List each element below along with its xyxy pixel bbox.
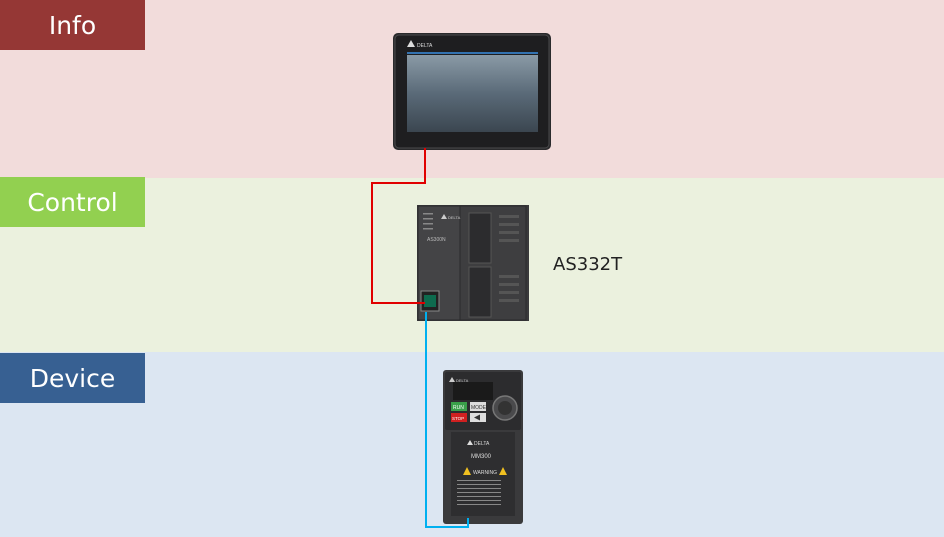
delta-logo-icon <box>449 377 455 382</box>
plc-model-label: AS332T <box>553 254 623 275</box>
ac-drive: DELTA RUN STOP MODE DELTA MM300 WARNING <box>443 370 523 524</box>
stop-key-label: STOP <box>452 416 464 421</box>
warning-icon-right <box>499 467 507 475</box>
delta-logo-icon <box>407 40 415 47</box>
stop-key <box>451 413 467 422</box>
hmi-panel: DELTA <box>393 33 551 150</box>
plc-brand: DELTA <box>448 215 461 220</box>
plc-face-text: AS300N <box>427 237 446 243</box>
hmi-plc-link <box>371 148 426 304</box>
drive-brand: DELTA <box>456 378 469 383</box>
delta-logo-icon <box>467 440 473 445</box>
run-key <box>451 402 467 411</box>
plc-drive-link <box>425 312 469 528</box>
enter-arrow-icon <box>474 414 480 421</box>
mode-key-label: MODE <box>471 405 487 411</box>
hmi-brand: DELTA <box>417 43 433 49</box>
drive-warning-text: WARNING <box>473 470 497 476</box>
plc-unit: DELTA AS300N <box>417 205 529 321</box>
device-layer-label: Device <box>0 353 145 403</box>
delta-logo-icon <box>441 214 447 219</box>
control-layer-label: Control <box>0 177 145 227</box>
hmi-screen <box>407 55 538 132</box>
drive-brand-front: DELTA <box>474 441 490 447</box>
warning-icon <box>463 467 471 475</box>
run-key-label: RUN <box>453 405 464 411</box>
mode-key <box>470 402 486 411</box>
info-layer-label: Info <box>0 0 145 50</box>
drive-model: MM300 <box>471 454 492 460</box>
